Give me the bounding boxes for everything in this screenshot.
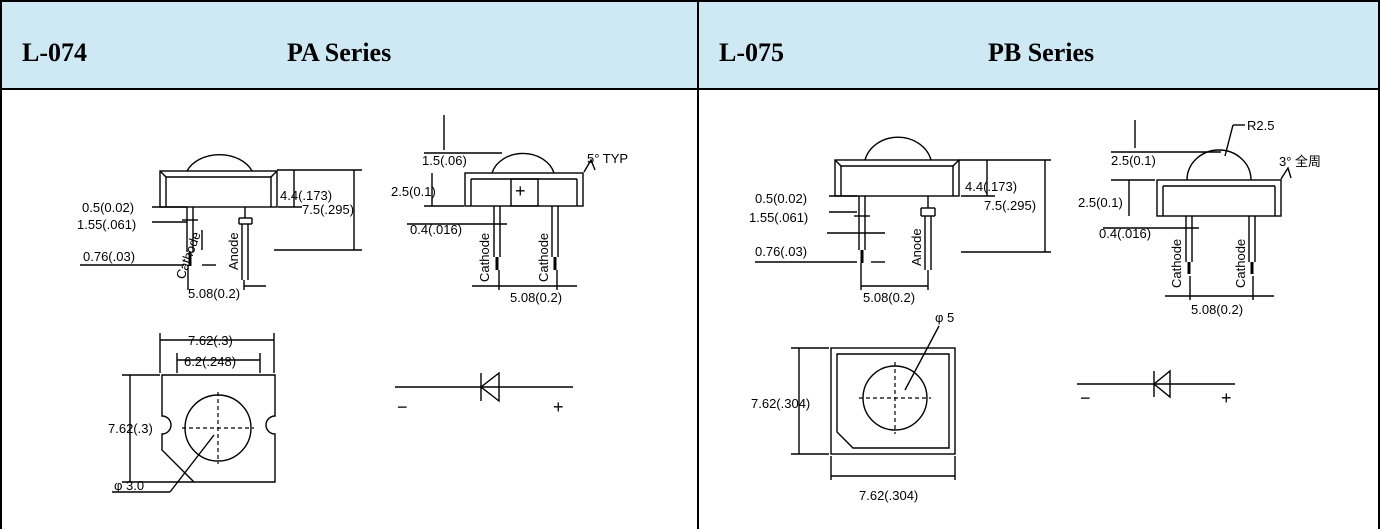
dim-label: 7.5(.295)	[984, 198, 1036, 213]
part-code: L-074	[22, 38, 87, 67]
dim-label: 6.2(.248)	[184, 354, 236, 369]
dim-label: 0.4(.016)	[1099, 226, 1151, 241]
series-title: PA Series	[287, 38, 392, 67]
pb-series-drawing: 0.5(0.02) 1.55(.061) 0.76(.03) 4.4(.173)…	[749, 118, 1321, 503]
front-view: 0.5(0.02) 1.55(.061) 0.76(.03) 4.4(.173)…	[77, 154, 362, 301]
diode-symbol-icon: − +	[1077, 369, 1235, 408]
pa-series-drawing: 0.5(0.02) 1.55(.061) 0.76(.03) 4.4(.173)…	[77, 115, 628, 493]
series-title: PB Series	[988, 38, 1095, 67]
side-view: + 1.5(.06) 2.5(0.1) 0.4(.016) 5.0	[391, 115, 628, 305]
dim-label: 2.5(0.1)	[1111, 153, 1156, 168]
dim-label: 0.5(0.02)	[755, 191, 807, 206]
polarity-mark: +	[515, 181, 526, 201]
led-body	[834, 159, 960, 197]
dim-label: 7.62(.3)	[108, 421, 153, 436]
side-view: R2.5 2.5(0.1) 2.5(0.1) 0.4(.016) 5.08(0.…	[1078, 118, 1321, 317]
lead-label: Anode	[226, 232, 241, 270]
angle-label: 5° TYP	[587, 151, 628, 166]
dim-label: 0.4(.016)	[410, 222, 462, 237]
dim-label: 1.55(.061)	[77, 217, 136, 232]
dim-label: 7.62(.3)	[188, 333, 233, 348]
dim-label: 1.55(.061)	[749, 210, 808, 225]
lens-dome	[491, 152, 555, 174]
cathode-sign: −	[1080, 388, 1091, 408]
dim-label: 7.5(.295)	[302, 202, 354, 217]
led-body	[1156, 179, 1282, 217]
dim-label: 7.62(.304)	[859, 488, 918, 503]
lead-label: Cathode	[477, 233, 492, 282]
dim-label: 2.5(0.1)	[1078, 195, 1123, 210]
anode-sign: +	[553, 397, 564, 417]
led-body	[159, 170, 278, 208]
panel-header: L-074 PA Series	[2, 2, 697, 90]
dim-label: 5.08(0.2)	[863, 290, 915, 305]
lead-label: Cathode	[1233, 239, 1248, 288]
anode-sign: +	[1221, 388, 1232, 408]
panel-pb-series: L-075 PB Series	[697, 0, 1380, 529]
dim-label: 0.76(.03)	[755, 244, 807, 259]
part-code: L-075	[719, 38, 784, 67]
radius-label: R2.5	[1247, 118, 1274, 133]
cathode-sign: −	[397, 397, 408, 417]
dim-label: 4.4(.173)	[965, 179, 1017, 194]
front-view: 0.5(0.02) 1.55(.061) 0.76(.03) 4.4(.173)…	[749, 136, 1051, 305]
dim-label: 0.5(0.02)	[82, 200, 134, 215]
dim-label: 4.4(.173)	[280, 188, 332, 203]
bottom-view: 7.62(.3) 6.2(.248) 7.62(.3) φ 3.0	[108, 333, 276, 493]
lead-label: Cathode	[173, 230, 204, 281]
dim-label: φ 5	[935, 310, 954, 325]
dim-label: 5.08(0.2)	[1191, 302, 1243, 317]
dim-label: 0.76(.03)	[83, 249, 135, 264]
lead-label: Anode	[909, 228, 924, 266]
dim-label: 2.5(0.1)	[391, 184, 436, 199]
lens-dome	[186, 154, 253, 172]
lens-dome	[864, 136, 932, 161]
panel-pa-series: L-074 PA Series	[0, 0, 697, 529]
dim-label: 5.08(0.2)	[510, 290, 562, 305]
lead-label: Cathode	[1169, 239, 1184, 288]
diode-symbol-icon: − +	[395, 371, 573, 417]
dim-label: 7.62(.304)	[751, 396, 810, 411]
dim-label: 5.08(0.2)	[188, 286, 240, 301]
package-outline	[830, 347, 956, 455]
lead-label: Cathode	[536, 233, 551, 282]
package-outline	[161, 374, 276, 483]
lens-dome	[1186, 149, 1252, 181]
panel-header: L-075 PB Series	[699, 2, 1378, 90]
angle-label: 3° 全周	[1279, 154, 1321, 169]
dim-label: φ 3.0	[114, 478, 144, 493]
bottom-view: φ 5 7.62(.304) 7.62(.304)	[751, 310, 956, 503]
dim-label: 1.5(.06)	[422, 153, 467, 168]
